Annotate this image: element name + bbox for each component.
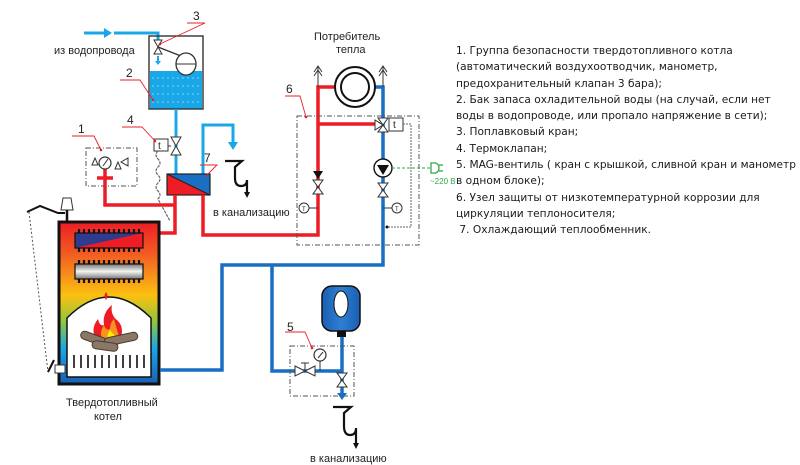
drain-siphon-top: [225, 159, 250, 198]
callout-4: 4: [127, 113, 134, 127]
float-valve: [153, 39, 197, 76]
flow-arrow-icon: [228, 142, 238, 150]
flow-arrow-icon: [104, 28, 112, 38]
water-supply-label: из водопровода: [54, 45, 136, 57]
three-way-valve-icon: [374, 119, 384, 131]
draft-regulator-icon: [60, 197, 74, 211]
callout-2: 2: [126, 66, 133, 80]
thermo-valve: t: [153, 136, 182, 222]
capillary-sensor-icon: [155, 150, 171, 222]
check-valve-icon: [313, 171, 323, 179]
legend: 1. Группа безопасности твердотопливного …: [456, 43, 800, 239]
heat-consumer-label-line2: тепла: [336, 44, 366, 56]
water-supply-line: [84, 28, 160, 43]
legend-item: 4. Термоклапан;: [456, 142, 548, 155]
boiler-label-line2: котел: [94, 411, 122, 423]
boiler-exchanger-upper: [74, 229, 144, 252]
callout-6: 6: [286, 82, 293, 96]
return-pipes: [160, 85, 385, 393]
safety-group: [85, 147, 138, 187]
thermometer-t-label: T: [302, 207, 306, 213]
thermometer-icon: [391, 202, 403, 214]
hot-pipes: [97, 85, 380, 237]
legend-item: 5. MAG-вентиль ( кран с крышкой, сливной…: [456, 159, 800, 188]
drain-siphon-bottom: [333, 405, 359, 449]
power-label: ~220 В: [430, 177, 456, 186]
boiler-label-line1: Твердотопливный: [66, 397, 158, 409]
drain-valve-icon: [336, 372, 348, 381]
ball-valve-icon: [377, 182, 389, 191]
cooling-outlet-pipe: [201, 123, 235, 180]
flow-arrow-icon: [337, 393, 347, 400]
thermometer-icon: [298, 202, 310, 214]
legend-item: 1. Группа безопасности твердотопливного …: [456, 45, 737, 90]
thermo-head-label: t: [393, 120, 396, 131]
callout-leaders: [72, 22, 313, 349]
relief-valve-icon: [114, 160, 122, 170]
expansion-tank: [321, 285, 361, 337]
legend-item: 2. Бак запаса охладительной воды (на слу…: [456, 93, 775, 123]
callout-3: 3: [193, 9, 200, 23]
drain-label-top: в канализацию: [213, 207, 290, 219]
callout-1: 1: [78, 122, 85, 136]
drain-label-bottom: в канализацию: [310, 453, 387, 465]
firewood-icon: [80, 330, 139, 352]
callout-5: 5: [287, 320, 294, 334]
solid-fuel-boiler: [26, 197, 161, 386]
heat-consumer: [313, 65, 388, 108]
grate-icon: [73, 355, 145, 368]
mag-valve: [289, 345, 355, 397]
ball-valve-icon: [312, 179, 324, 188]
anti-corrosion-unit: t ~220 В T T: [296, 115, 456, 246]
plug-icon: [430, 162, 443, 174]
cooling-heat-exchanger: [166, 173, 211, 196]
boiler-exchanger-lower: [74, 260, 144, 283]
callout-7: 7: [204, 151, 211, 165]
legend-item: 6. Узел защиты от низкотемпературной кор…: [456, 191, 764, 220]
thermo-t-label: t: [158, 141, 161, 152]
coolant-tank: [148, 35, 204, 110]
legend-item: 3. Поплавковый кран;: [456, 126, 579, 139]
air-vent-icon: [313, 65, 388, 87]
heat-consumer-label-line1: Потребитель: [314, 31, 380, 43]
thermometer-t-label: T: [395, 207, 399, 213]
legend-item: 7. Охлаждающий теплообменник.: [456, 224, 652, 237]
air-vent-icon: [91, 156, 99, 166]
